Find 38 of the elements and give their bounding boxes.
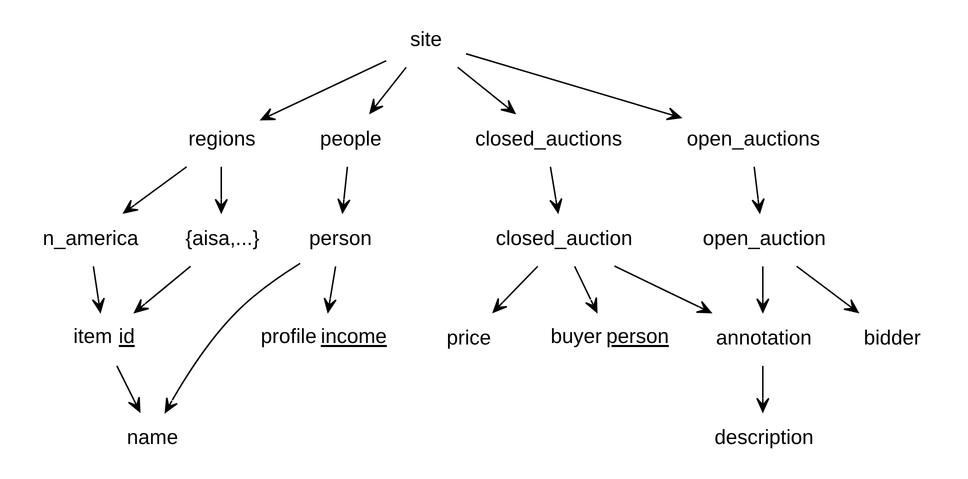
arrow <box>369 66 407 114</box>
arrow <box>574 266 598 313</box>
node-text: site <box>410 28 442 51</box>
arrow <box>549 166 562 214</box>
node-text: profile income <box>260 324 387 348</box>
node-text: name <box>126 426 178 449</box>
arrow <box>164 262 301 413</box>
arrow <box>756 266 770 313</box>
arrow <box>116 366 140 412</box>
node-text: open_auctions <box>686 127 820 150</box>
arrow <box>492 266 538 313</box>
node-text: n_america <box>42 226 138 250</box>
node-text: people <box>320 127 382 150</box>
node-text: {aisa,...} <box>185 226 260 250</box>
arrow <box>796 266 859 314</box>
arrow <box>466 53 682 120</box>
arrow <box>260 60 386 120</box>
arrow <box>134 266 191 314</box>
arrow <box>324 266 337 313</box>
arrow <box>123 166 188 214</box>
arrow <box>614 265 712 314</box>
node-text: buyer person <box>550 324 669 348</box>
node-text: annotation <box>716 326 812 350</box>
arrow <box>92 266 105 313</box>
node-text: closed_auction <box>496 226 632 250</box>
node-text: person <box>309 226 372 250</box>
arrow <box>457 66 516 114</box>
node-text: item id <box>73 324 135 348</box>
arrow <box>337 166 351 214</box>
node-text: closed_auctions <box>475 127 622 150</box>
node-text: price <box>446 326 492 350</box>
arrow <box>756 366 770 412</box>
arrow <box>214 166 228 214</box>
node-text: regions <box>188 127 256 150</box>
arrow <box>752 166 765 214</box>
node-text: bidder <box>864 326 921 350</box>
node-text: open_auction <box>702 226 826 250</box>
node-text: description <box>714 426 814 449</box>
